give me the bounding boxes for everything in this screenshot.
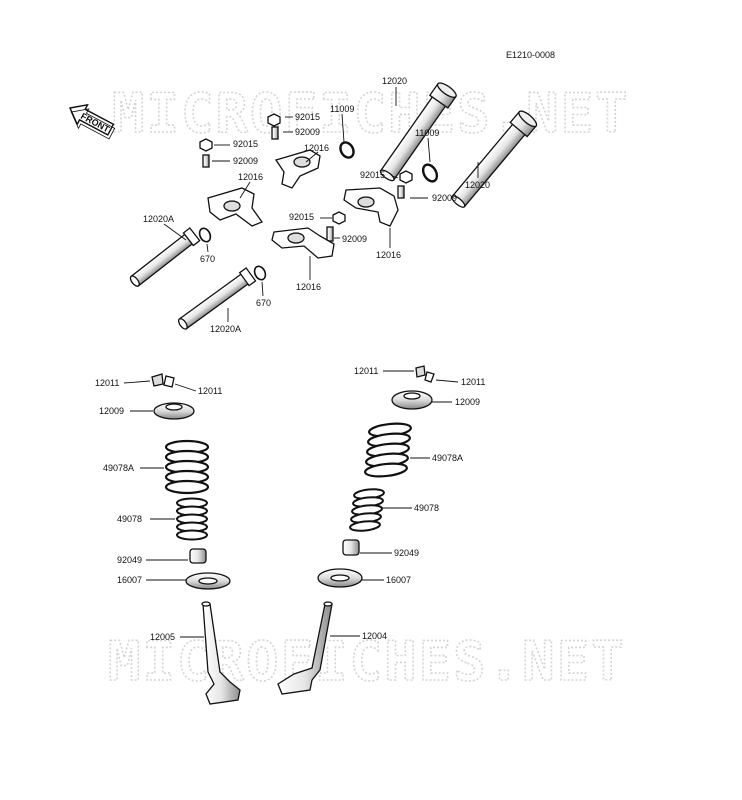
label-12020A-a: 12020A xyxy=(143,214,174,224)
label-12020-right: 12020 xyxy=(465,180,490,190)
label-12009-r: 12009 xyxy=(455,397,480,407)
label-92015-b: 92015 xyxy=(233,139,258,149)
label-92049-l: 92049 xyxy=(117,555,142,565)
rocker-arm-b xyxy=(207,187,264,227)
label-16007-l: 16007 xyxy=(117,575,142,585)
label-16007-r: 16007 xyxy=(386,575,411,585)
label-12011-lb: 12011 xyxy=(198,386,222,396)
screw-92009-b xyxy=(202,154,210,168)
spring-inner-right xyxy=(349,488,385,532)
stem-seal-right xyxy=(342,539,360,556)
spring-outer-right xyxy=(363,420,413,480)
oring-11009-b xyxy=(421,163,439,183)
label-11009-a: 11009 xyxy=(330,104,354,114)
label-12016-b: 12016 xyxy=(238,172,263,182)
spring-inner-left xyxy=(176,497,208,541)
label-12016-a: 12016 xyxy=(304,143,329,153)
left-leader-lines xyxy=(123,380,204,638)
retainer-left xyxy=(153,402,195,420)
stem-seal-left xyxy=(189,548,207,564)
nut-92015-a xyxy=(267,113,281,127)
label-12020-top: 12020 xyxy=(382,76,407,86)
label-12011-la: 12011 xyxy=(95,378,119,388)
screw-92009-c xyxy=(397,185,405,199)
spring-outer-left xyxy=(164,439,210,495)
label-49078A-r: 49078A xyxy=(432,453,463,463)
label-12004: 12004 xyxy=(362,631,387,641)
oring-11009-a xyxy=(339,141,355,159)
front-arrow-icon xyxy=(68,103,116,140)
label-11009-b: 11009 xyxy=(415,128,439,138)
rocker-arm-d xyxy=(271,227,335,259)
label-12016-c: 12016 xyxy=(376,250,401,260)
oring-670-b xyxy=(253,265,267,281)
watermark-bottom: MICROFICHES.NET xyxy=(108,630,626,693)
label-92049-r: 92049 xyxy=(394,548,419,558)
rocker-pipe-top xyxy=(379,82,457,182)
nut-92015-c xyxy=(399,170,413,184)
label-12005: 12005 xyxy=(150,632,175,642)
label-92015-d: 92015 xyxy=(289,212,314,222)
nut-92015-b xyxy=(199,138,213,152)
cotter-right xyxy=(415,365,426,378)
diagram-code: E1210-0008 xyxy=(506,50,555,60)
label-12011-rb: 12011 xyxy=(461,377,485,387)
label-92009-b: 92009 xyxy=(233,156,258,166)
label-92015-a: 92015 xyxy=(295,112,320,122)
screw-92009-d xyxy=(326,226,334,242)
valve-12005 xyxy=(201,601,241,705)
right-leader-lines xyxy=(330,370,459,637)
label-49078-l: 49078 xyxy=(117,514,142,524)
cotter-left xyxy=(151,373,164,387)
screw-92009-a xyxy=(271,126,279,140)
label-12020A-b: 12020A xyxy=(210,324,241,334)
retainer-right xyxy=(391,390,433,410)
label-12009-l: 12009 xyxy=(99,406,124,416)
oring-670-a xyxy=(198,227,212,243)
label-670-b: 670 xyxy=(256,298,271,308)
watermark-top: MICROFICHES.NET xyxy=(112,82,630,145)
nut-92015-d xyxy=(332,211,346,225)
label-92009-c: 92009 xyxy=(432,193,457,203)
label-92015-c: 92015 xyxy=(360,170,385,180)
left-valve-stack xyxy=(151,373,241,705)
label-670-a: 670 xyxy=(200,254,215,264)
label-92009-d: 92009 xyxy=(342,234,367,244)
rocker-shaft-a xyxy=(129,227,201,287)
label-12016-d: 12016 xyxy=(296,282,321,292)
label-49078A-l: 49078A xyxy=(103,463,134,473)
label-92009-a: 92009 xyxy=(295,127,320,137)
right-valve-stack xyxy=(277,365,435,695)
label-12011-ra: 12011 xyxy=(354,366,378,376)
rocker-arm-c xyxy=(343,187,399,227)
rocker-shaft-b xyxy=(177,267,257,330)
rocker-pipe-right xyxy=(451,110,538,208)
label-49078-r: 49078 xyxy=(414,503,439,513)
valve-12004 xyxy=(277,601,333,695)
top-leader-lines xyxy=(163,87,479,322)
